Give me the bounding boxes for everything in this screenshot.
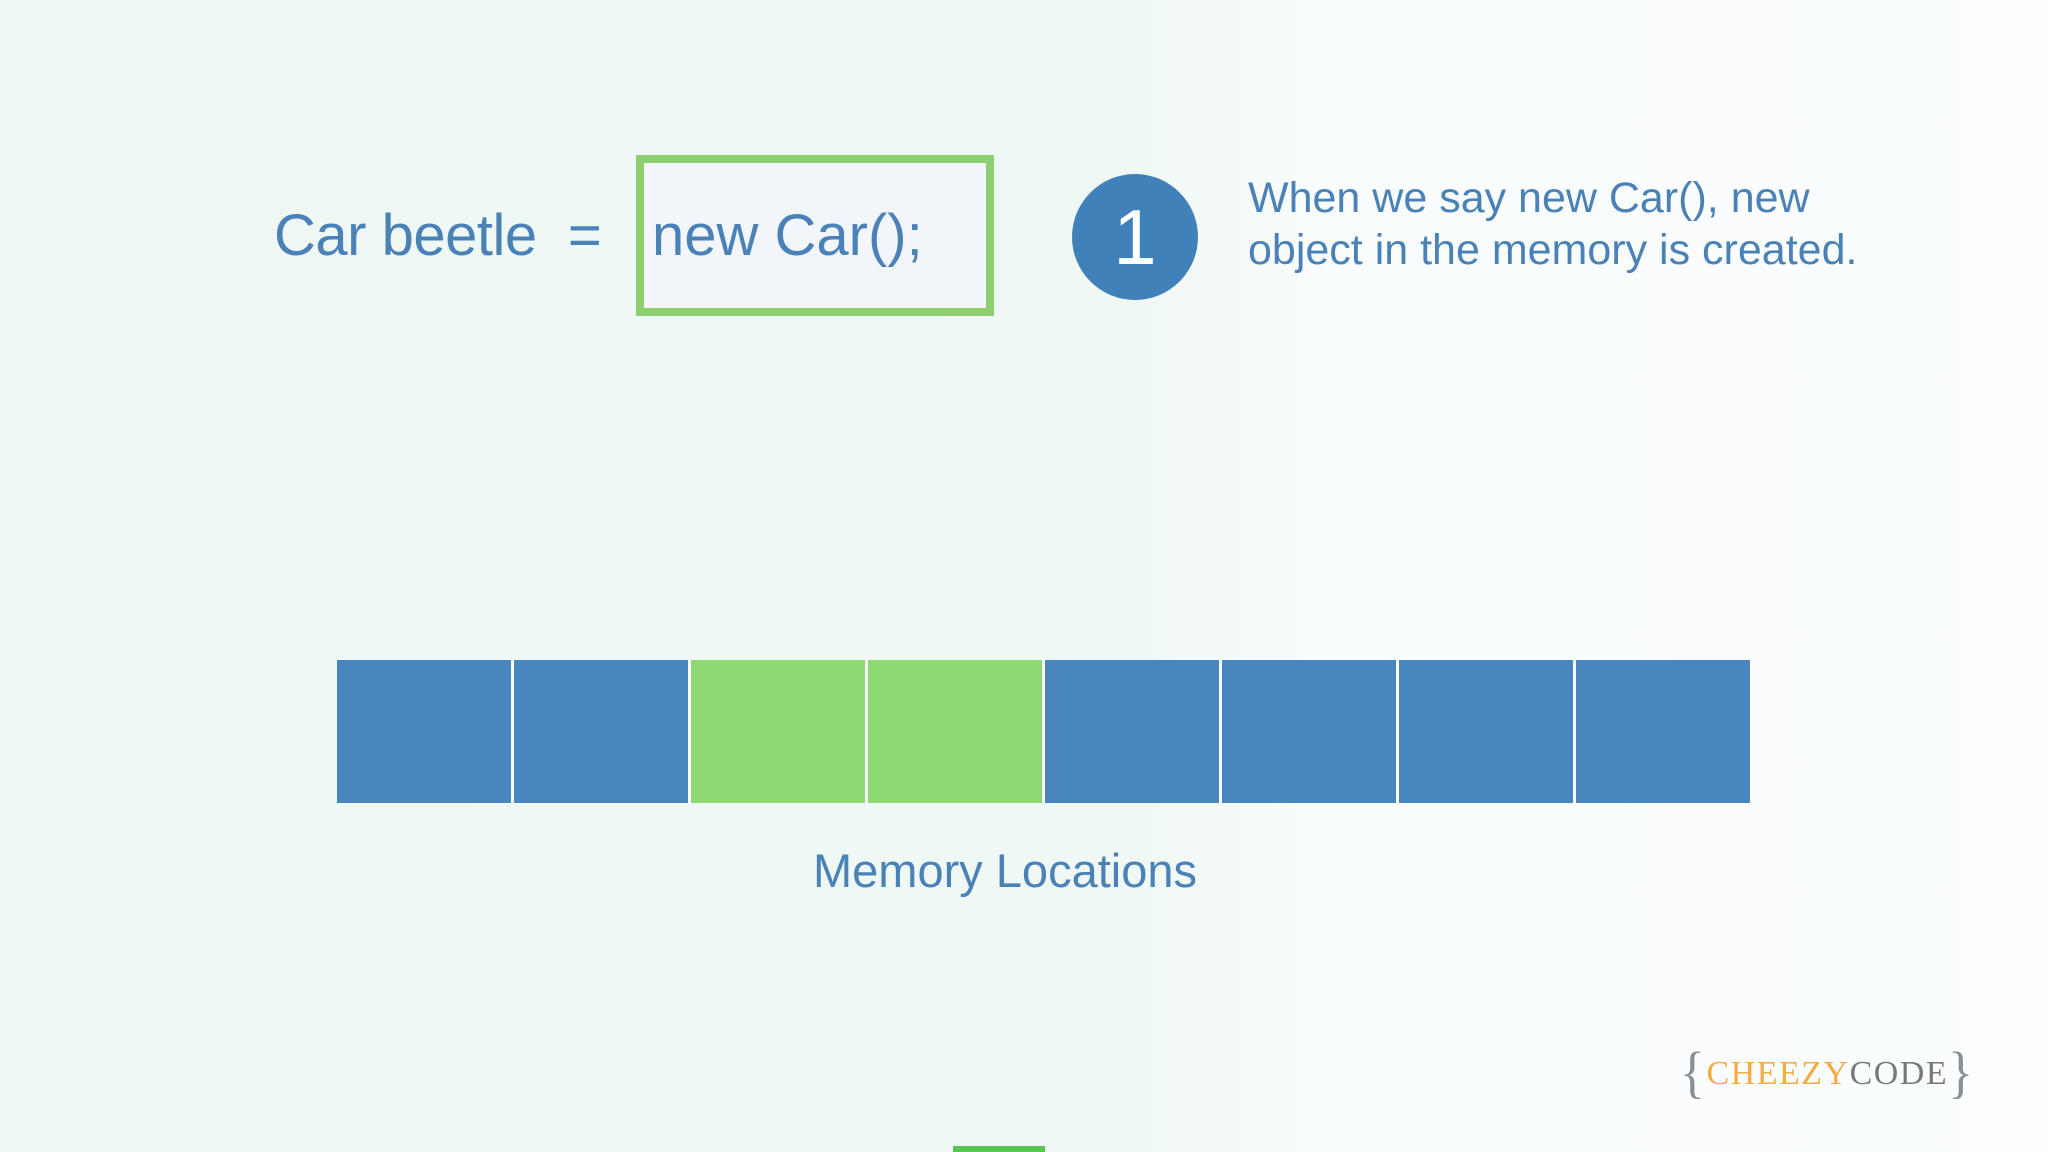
- memory-cell-free: [1045, 660, 1222, 803]
- logo-brand-secondary: CODE: [1849, 1055, 1949, 1092]
- memory-cell-free: [1576, 660, 1750, 803]
- new-expression-highlight-box: new Car();: [636, 155, 994, 316]
- logo-brace-right: }: [1948, 1042, 1975, 1105]
- memory-cell-free: [514, 660, 691, 803]
- memory-row: [337, 660, 1750, 803]
- logo-brand-primary: CHEEZY: [1706, 1055, 1850, 1092]
- cheezycode-logo: { CHEEZY CODE }: [1680, 1042, 1975, 1105]
- step-number: 1: [1113, 192, 1157, 281]
- annotation-line-1: When we say new Car(), new: [1248, 174, 1810, 222]
- memory-locations-label: Memory Locations: [813, 844, 1197, 897]
- logo-brace-left: {: [1680, 1042, 1707, 1105]
- memory-cell-allocated: [691, 660, 868, 803]
- new-expression-text: new Car();: [652, 203, 923, 268]
- annotation-line-2: object in the memory is created.: [1248, 226, 1858, 274]
- memory-cell-free: [1399, 660, 1576, 803]
- variable-declaration-text: Car beetle =: [274, 203, 602, 268]
- step-number-badge: 1: [1072, 174, 1198, 300]
- memory-cell-free: [337, 660, 514, 803]
- step-annotation: When we say new Car(), new object in the…: [1248, 172, 1857, 276]
- memory-cell-free: [1222, 660, 1399, 803]
- video-progress-sliver: [953, 1146, 1045, 1152]
- memory-cell-allocated: [868, 660, 1045, 803]
